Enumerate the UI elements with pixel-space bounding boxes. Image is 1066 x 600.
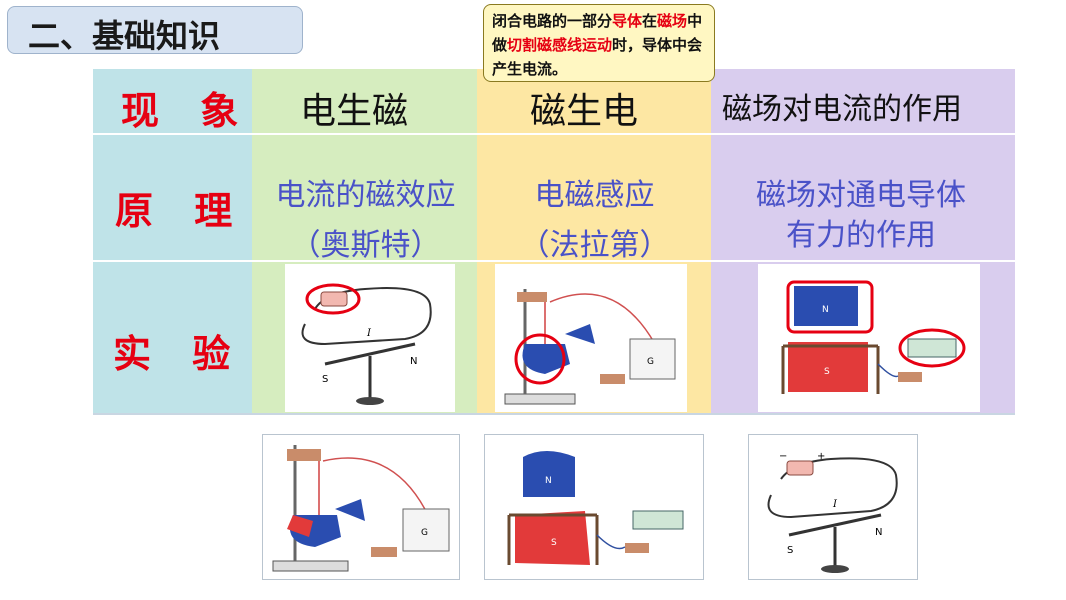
bottom-force-figure: N S [484, 434, 704, 580]
row-label-phenomenon: 现 象 [121, 89, 253, 133]
force-experiment-figure: N S [758, 264, 980, 412]
cell-label-phenomenon [93, 69, 252, 133]
bottom-galvanometer-label: G [421, 528, 428, 538]
magnet-south-label: S [824, 367, 830, 377]
galvanometer-label: G [647, 357, 654, 367]
slide-title: 二、基础知识 [28, 17, 221, 55]
slide-title-box: 二、基础知识 [7, 6, 303, 55]
oersted-diagram: S N I [301, 283, 432, 405]
header-magnetism-to-electricity: 磁生电 [530, 91, 639, 132]
header-force-on-current: 磁场对电流的作用 [722, 92, 962, 127]
cell-label-principle [93, 135, 252, 260]
principle-3-line2: 有力的作用 [786, 218, 936, 253]
cell-header-electricity-to-magnetism [252, 69, 477, 133]
south-label: S [322, 374, 328, 385]
oersted-experiment-figure: S N I [285, 264, 455, 412]
bottom-oersted-diagram: − + S N I [767, 451, 898, 573]
force-diagram: N S [781, 280, 966, 394]
battery-plus-label: + [817, 451, 825, 462]
bottom-induction-diagram: G [272, 445, 450, 572]
bottom-magnet-north-label: N [545, 476, 552, 486]
cell-principle-1 [252, 135, 477, 260]
induction-experiment-figure: G [495, 264, 687, 412]
bottom-force-diagram: N S [507, 451, 684, 565]
bottom-oersted-figure: − + S N I [748, 434, 918, 580]
principle-2-line2: （法拉第） [519, 228, 670, 263]
definition-callout: 闭合电路的一部分导体在磁场中做切割磁感线运动时，导体中会产生电流。 [483, 4, 715, 82]
current-label: I [366, 328, 372, 339]
bottom-magnet-south-label: S [551, 538, 557, 548]
principle-3-line1: 磁场对通电导体 [756, 178, 966, 213]
induction-diagram: G [504, 289, 676, 405]
header-electricity-to-magnetism: 电生磁 [300, 91, 409, 132]
bottom-south-label: S [787, 545, 793, 556]
bottom-north-label: N [875, 527, 882, 538]
principle-1-line1: 电流的磁效应 [275, 178, 456, 213]
cell-label-experiment [93, 262, 252, 413]
principle-1-line2: （奥斯特） [290, 228, 441, 263]
cell-principle-2 [477, 135, 711, 260]
cell-principle-3 [711, 135, 1015, 260]
magnet-north-label: N [822, 305, 829, 315]
cell-header-force-on-current [711, 69, 1015, 133]
bottom-induction-figure: G [262, 434, 460, 580]
north-label: N [410, 356, 417, 367]
bottom-current-label: I [832, 499, 838, 510]
row-label-principle: 原 理 [115, 189, 247, 233]
row-label-experiment: 实 验 [113, 332, 245, 376]
principle-2-line1: 电磁感应 [534, 178, 655, 213]
battery-minus-label: − [779, 451, 787, 462]
